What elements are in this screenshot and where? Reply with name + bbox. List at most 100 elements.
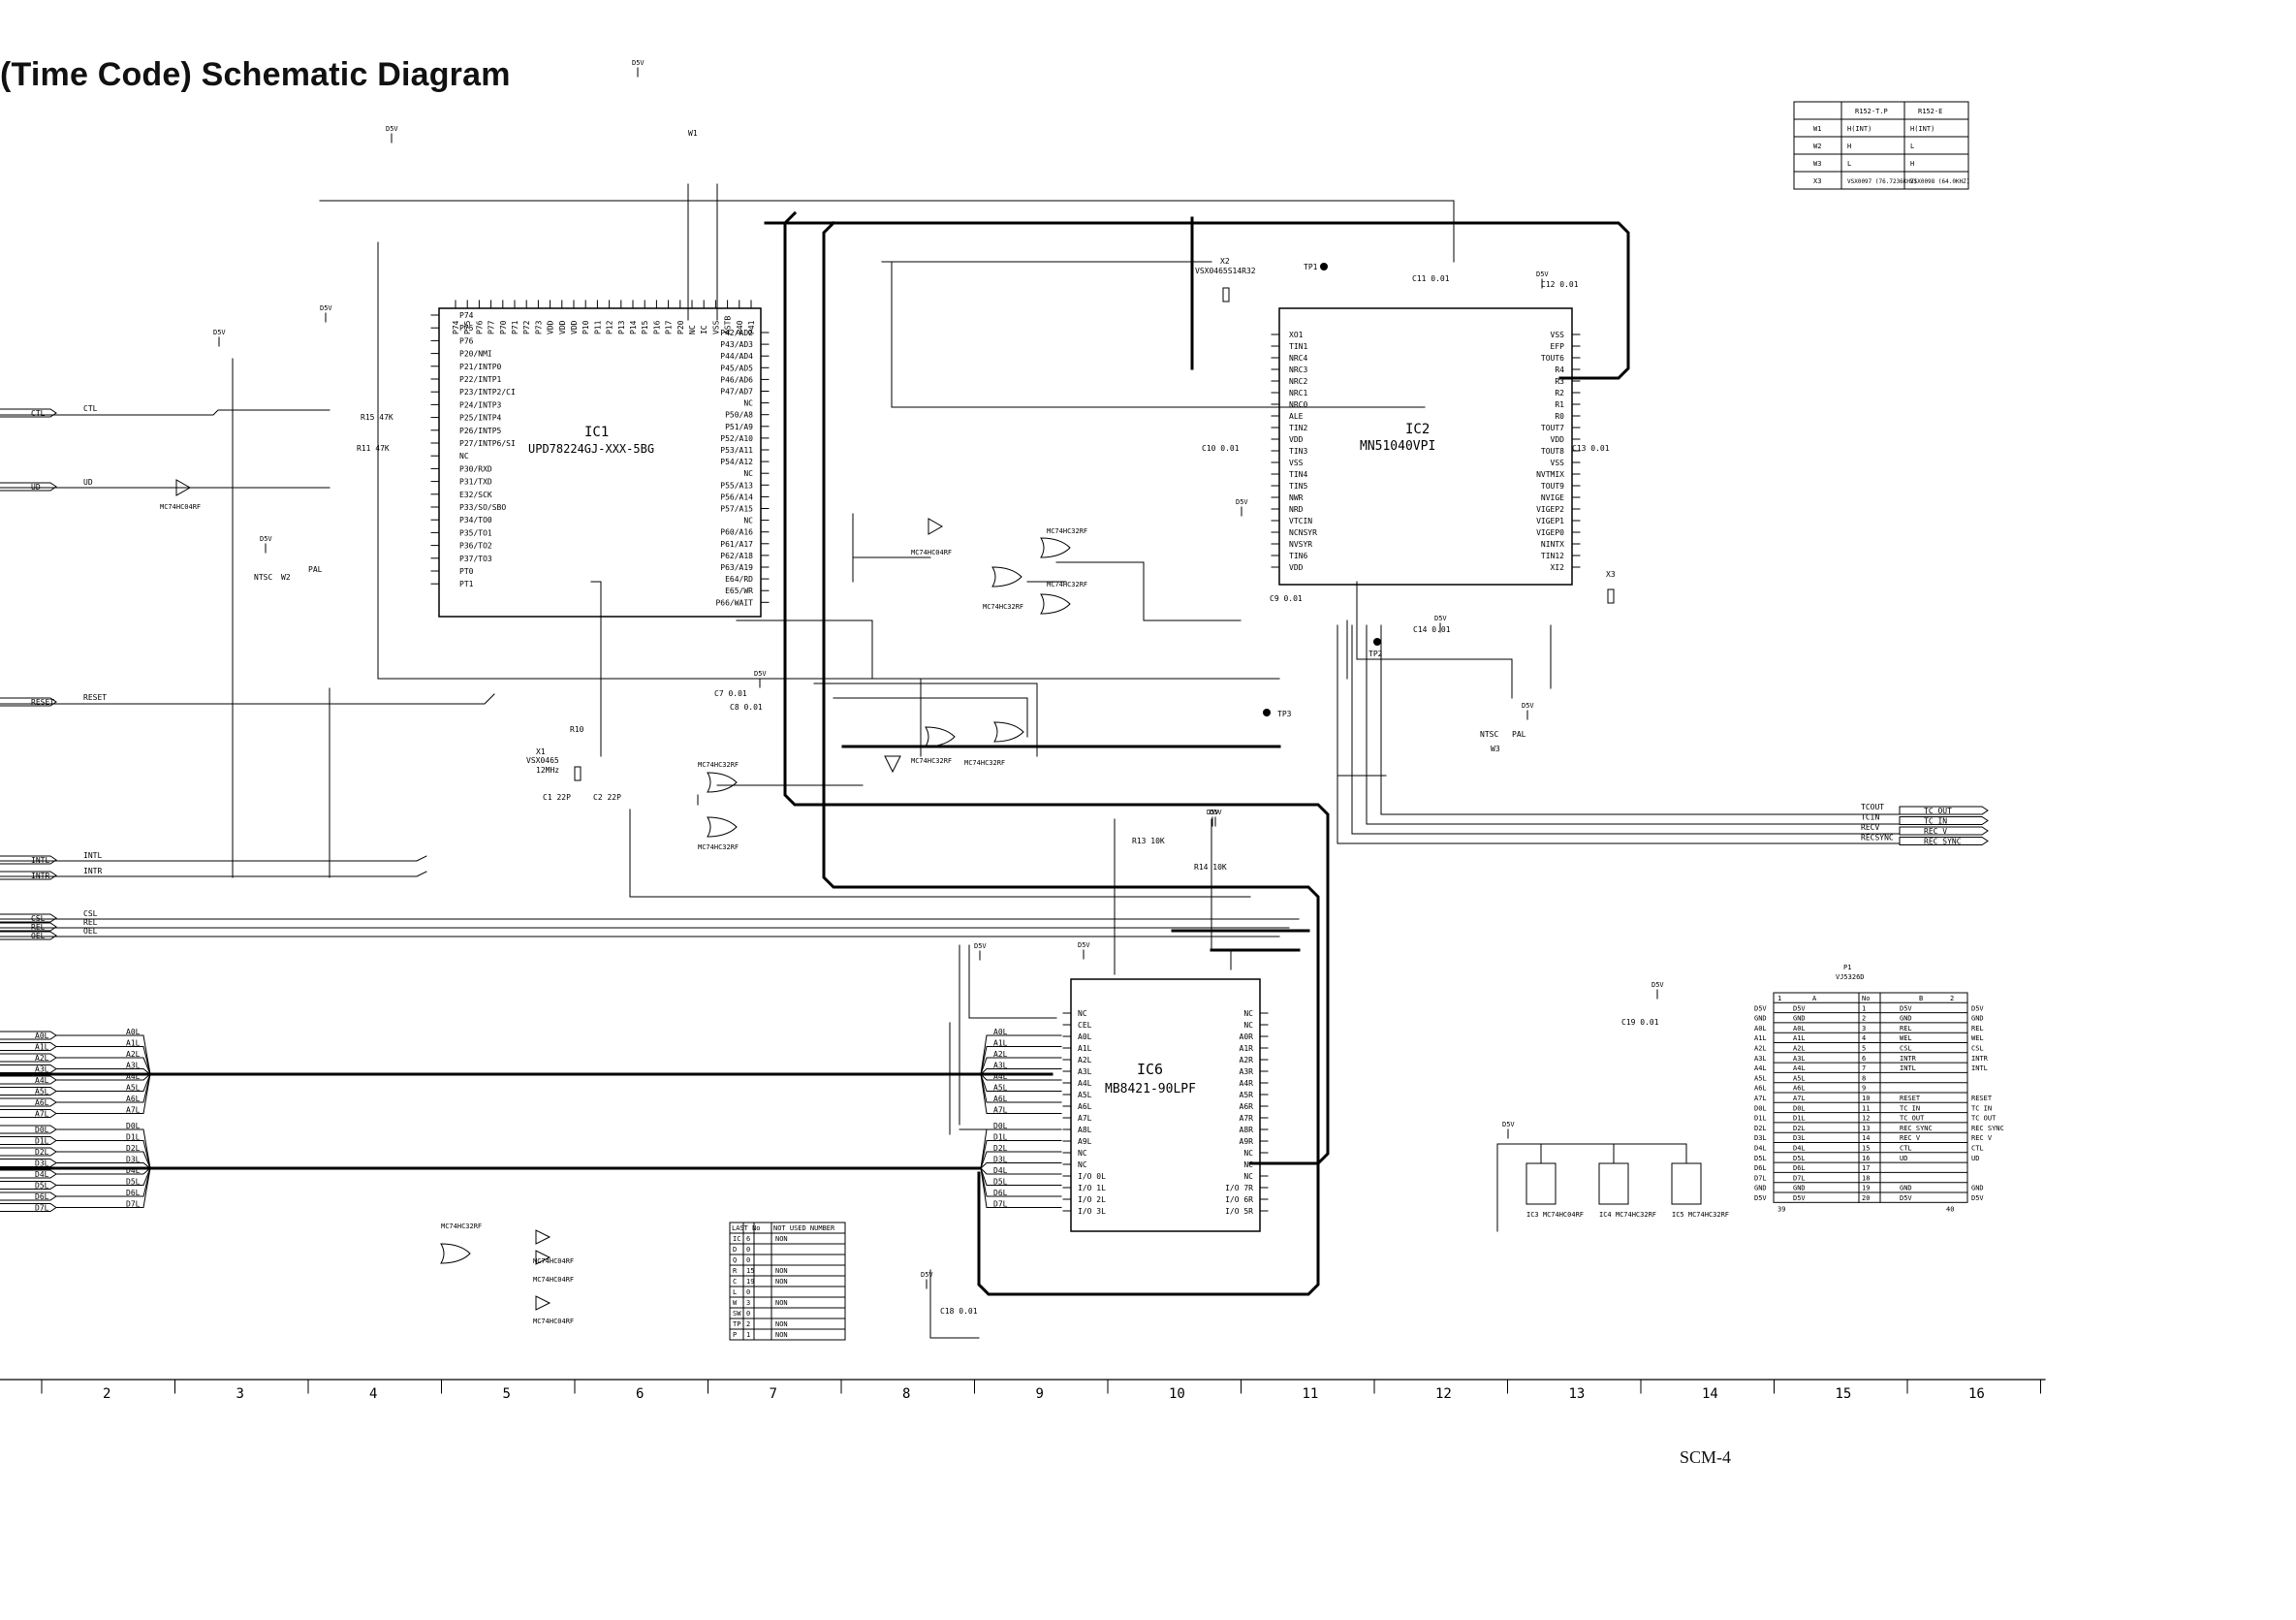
bus-port-label: A5L <box>35 1088 49 1096</box>
bus-exit <box>980 1073 1062 1103</box>
table-cell: D5L <box>1793 1155 1806 1162</box>
signal-port <box>0 855 57 865</box>
table-cell: A5L <box>1793 1074 1806 1082</box>
ic6-pin-label: A2R <box>1240 1056 1254 1064</box>
or-gate <box>1040 537 1071 558</box>
cap-label: C19 0.01 <box>1621 1018 1659 1027</box>
ic6-pin-label: A3R <box>1240 1067 1254 1076</box>
gate-label: MC74HC32RF <box>441 1223 482 1230</box>
net-label: CTL <box>83 404 98 413</box>
page-code: SCM-4 <box>1680 1447 1732 1467</box>
ic2-pin-label: TIN3 <box>1289 447 1307 456</box>
ic6-pin-label: NC <box>1078 1149 1087 1158</box>
switch-mode: NTSC <box>1480 730 1498 739</box>
ic1-pin-label: P76 <box>459 336 474 345</box>
table-cell: H(INT) <box>1910 125 1934 133</box>
table-cell: 9 <box>1862 1085 1866 1093</box>
ic1-pin-label: E64/RD <box>725 575 753 584</box>
bus-exit-label: A1L <box>993 1039 1008 1048</box>
gate-labels: MC74HC04RF MC74HC04RF MC74HC32RF MC74HC3… <box>160 503 1087 1325</box>
table-cell: 16 <box>1862 1155 1870 1162</box>
table-cell: L <box>1910 143 1914 150</box>
or-gate <box>1040 593 1071 615</box>
switch-label: W2 <box>281 573 291 582</box>
ic1-pin-label: P75 <box>459 324 474 333</box>
table-cell: 10 <box>1862 1095 1870 1102</box>
table-cell: CTL <box>1900 1145 1912 1153</box>
table-header: LAST No <box>732 1224 761 1232</box>
ic1-pin-label: P25/INTP4 <box>459 414 502 423</box>
table-cell: 13 <box>1862 1125 1870 1132</box>
ic2-pin-label: VSS <box>1551 459 1565 467</box>
bus-exit <box>980 1068 1062 1075</box>
or-gate <box>707 816 738 838</box>
bus-entry-label: D2L <box>126 1144 141 1153</box>
inverter-gate <box>884 755 901 774</box>
gate-label: MC74HC32RF <box>1047 527 1087 535</box>
crystal-part: VSX0465S14R32 <box>1195 267 1256 275</box>
corner-label: 1 <box>1777 995 1781 1002</box>
pin-net-label: D5V <box>1971 1194 1984 1202</box>
ic6-pin-label: NC <box>1078 1009 1087 1018</box>
ic1-pin-label: P21/INTP0 <box>459 363 502 371</box>
ic1-pin-label: P11 <box>593 320 602 334</box>
test-point-label: TP3 <box>1277 710 1292 718</box>
bus-entry-label: D7L <box>126 1200 141 1209</box>
ic1-ref: IC1 <box>584 425 609 440</box>
cap-label: C11 0.01 <box>1412 274 1450 283</box>
table-cell: W1 <box>1813 125 1821 133</box>
table-cell: D6L <box>1793 1164 1806 1172</box>
test-point-tp2 <box>1373 638 1381 646</box>
signal-port <box>0 408 57 418</box>
bus-exit-label: A4L <box>993 1072 1008 1081</box>
ic6-pin-label: A0L <box>1078 1032 1092 1041</box>
table-cell: 12 <box>1862 1115 1870 1123</box>
net-label: INTR <box>83 867 102 875</box>
signal-label: OEL <box>31 932 46 940</box>
power-label: D5V <box>1078 941 1090 949</box>
net-label: UD <box>83 478 93 487</box>
ic1-pin-label: P20/NMI <box>459 350 492 359</box>
ic1-pin-label: P16 <box>652 320 661 334</box>
pin-net-label: GND <box>1971 1185 1984 1192</box>
table-cell: INTL <box>1900 1064 1916 1072</box>
gate-label: MC74HC04RF <box>533 1257 574 1265</box>
table-cell: H(INT) <box>1847 125 1871 133</box>
ic1-pin-label: P35/TO1 <box>459 528 492 537</box>
table-cell: REC V <box>1900 1134 1921 1142</box>
table-cell: W2 <box>1813 143 1821 150</box>
ic6-pin-label: I/O 1L <box>1078 1184 1106 1192</box>
pin-net-label: CTL <box>1971 1145 1984 1153</box>
ic2-pin-label: NVSYR <box>1289 540 1312 549</box>
inverter-gate <box>928 518 944 535</box>
ic1-pin-label: P51/A9 <box>725 423 753 431</box>
ic1-pin-label: P55/A13 <box>720 481 753 490</box>
bus-port-label: D2L <box>35 1148 49 1157</box>
table-cell: C <box>733 1278 737 1286</box>
or-gate <box>707 772 738 793</box>
gate-label: MC74HC04RF <box>533 1318 574 1325</box>
table-cell: INTR <box>1900 1055 1917 1063</box>
ic6-pin-label: NC <box>1243 1149 1253 1158</box>
signal-port <box>1899 837 1989 845</box>
ruler-label: 16 <box>1968 1386 1985 1402</box>
ic1-pin-label: P56/A14 <box>720 492 753 501</box>
ic1-pin-label: P14 <box>629 320 638 334</box>
pin-net-label: D4L <box>1754 1145 1767 1153</box>
pin-net-label: REC SYNC <box>1971 1125 2004 1132</box>
ic6-pin-label: NC <box>1243 1021 1253 1030</box>
bus-port-label: D1L <box>35 1137 49 1146</box>
table-cell: 3 <box>746 1299 750 1307</box>
ic1-pins-right: P42/AD2P43/AD3P44/AD4P45/AD5P46/AD6P47/A… <box>715 329 770 607</box>
ic2-pin-label: TOUT7 <box>1541 424 1564 432</box>
ic1-pin-label: P77 <box>488 320 496 334</box>
bus-entry <box>55 1073 151 1114</box>
table-cell: Q <box>733 1256 737 1264</box>
bus-entry <box>55 1073 151 1092</box>
ic1-pin-label: P23/INTP2/CI <box>459 388 516 397</box>
ic1-pins-left: P74P75P76P20/NMIP21/INTP0P22/INTP1P23/IN… <box>430 311 516 588</box>
switch-label: W1 <box>688 129 698 138</box>
table-cell: 4 <box>1862 1034 1866 1042</box>
ic1-pin-label: ASTB <box>724 316 733 334</box>
